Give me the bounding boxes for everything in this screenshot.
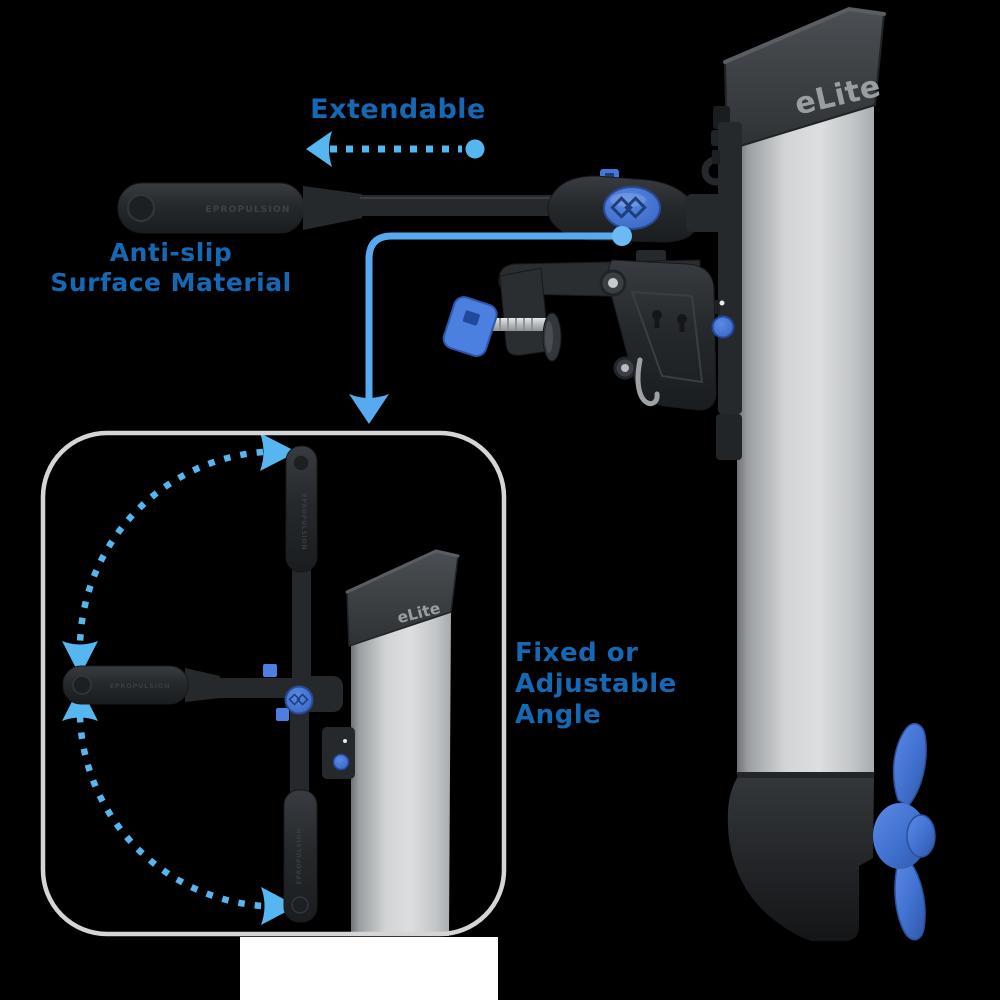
logo-square bbox=[288, 693, 301, 706]
mini-blue-button bbox=[332, 753, 350, 771]
grip-taper bbox=[303, 186, 362, 230]
rail-lower bbox=[716, 414, 742, 460]
arc-arrow-right-top bbox=[260, 433, 297, 471]
mini-cap-lip bbox=[345, 549, 460, 594]
mini-shaft-down bbox=[290, 705, 309, 797]
mount-blue-button bbox=[711, 315, 735, 339]
extendable-label-text: Extendable bbox=[310, 94, 486, 125]
rail-notch bbox=[712, 300, 720, 314]
mini-grip-text: EPROPULSION bbox=[296, 828, 303, 885]
arc-arrow-right-bottom bbox=[261, 887, 297, 925]
angle-line1: Fixed or bbox=[515, 638, 639, 668]
mini-grip-button bbox=[292, 454, 310, 472]
propeller-blade-upper bbox=[892, 723, 927, 807]
shaft-highlight bbox=[360, 197, 560, 199]
mini-indicator-dot bbox=[343, 739, 347, 743]
inset-mini-motor: eLite bbox=[322, 549, 460, 936]
transom-clamp bbox=[442, 250, 735, 411]
mini-blue-clip bbox=[276, 708, 289, 721]
arc-arrow-down bbox=[62, 641, 98, 676]
propeller-blade-lower bbox=[894, 857, 926, 941]
mini-epropulsion-logo-icon bbox=[288, 693, 309, 706]
logo-square bbox=[610, 196, 633, 219]
arrow-left-head bbox=[306, 131, 332, 167]
clamp-knob bbox=[442, 296, 498, 357]
tiller-assembly: EPROPULSION bbox=[117, 169, 724, 243]
mini-grip-up bbox=[285, 445, 318, 573]
extendable-arrow-icon bbox=[306, 131, 485, 167]
elbow-arm bbox=[686, 194, 724, 232]
main-motor: eLite bbox=[701, 6, 936, 941]
anti-slip-line2: Surface Material bbox=[50, 268, 292, 297]
mini-body-tube bbox=[351, 606, 451, 936]
bracket-panel-line bbox=[630, 290, 704, 384]
epropulsion-logo-icon bbox=[610, 196, 647, 219]
logo-square bbox=[624, 196, 647, 219]
inset-tiller-positions: EPROPULSION EPROPULSION EPROPULSION bbox=[62, 445, 343, 923]
clamp-pad-inner bbox=[545, 321, 553, 353]
mount-rail bbox=[718, 122, 742, 414]
drop-connector-arrow-icon bbox=[349, 226, 632, 424]
clamp-hook-pin bbox=[635, 357, 660, 407]
rotation-arc-lower-icon bbox=[76, 715, 264, 910]
clamp-knob-hole bbox=[462, 310, 480, 326]
mini-shaft-left bbox=[215, 678, 300, 698]
rotation-arc-upper-icon bbox=[76, 448, 264, 647]
mini-grip-text: EPROPULSION bbox=[110, 682, 171, 690]
anti-slip-label: Anti-slip Surface Material bbox=[40, 238, 302, 298]
grip-end-button bbox=[127, 194, 155, 222]
keyhole-slot bbox=[679, 319, 685, 332]
angle-line2: Adjustable bbox=[515, 669, 677, 699]
clamp-left-arm bbox=[499, 267, 550, 356]
mini-blue-clip bbox=[263, 664, 277, 677]
lower-unit bbox=[727, 778, 874, 941]
mini-grip-button bbox=[291, 896, 309, 914]
mini-grip-left bbox=[62, 665, 189, 705]
mini-grip-text: EPROPULSION bbox=[300, 494, 307, 551]
connector-origin-dot bbox=[612, 226, 632, 246]
knob-highlight bbox=[610, 193, 646, 207]
mini-shaft-up bbox=[292, 560, 311, 690]
mini-grip-down bbox=[283, 789, 318, 923]
motor-body-tube bbox=[737, 100, 874, 782]
adjustable-angle-label: Fixed or Adjustable Angle bbox=[515, 638, 715, 731]
tiller-shaft bbox=[360, 195, 565, 216]
keyhole-slots bbox=[652, 310, 687, 332]
mini-grip-button bbox=[72, 675, 92, 695]
anti-slip-line1: Anti-slip bbox=[109, 238, 233, 267]
bracket-screw-bottom-center bbox=[621, 364, 629, 372]
connector-line bbox=[365, 232, 622, 402]
logo-square bbox=[296, 693, 309, 706]
body-seam bbox=[737, 772, 874, 780]
cap-lip-highlight bbox=[723, 6, 886, 64]
mini-taper-left bbox=[185, 668, 220, 702]
indicator-dot bbox=[719, 300, 725, 306]
inset-panel-border bbox=[40, 430, 507, 937]
grip-brand-text: EPROPULSION bbox=[205, 205, 290, 215]
mini-mount-bracket bbox=[322, 727, 355, 779]
arrow-end-dot bbox=[465, 139, 485, 159]
keyhole-slot bbox=[654, 315, 660, 328]
extendable-label: Extendable bbox=[290, 94, 506, 125]
angle-line3: Angle bbox=[515, 700, 602, 730]
clamp-knob-body bbox=[442, 296, 498, 357]
bottom-white-mask bbox=[240, 937, 498, 1000]
inset-rotation-diagram: eLite EPROPULSION EPROPULSION EPROPULSIO… bbox=[40, 430, 507, 1000]
arrow-down-head bbox=[349, 394, 389, 424]
bracket-screw-top-center bbox=[608, 278, 618, 288]
propeller-nose bbox=[906, 814, 936, 858]
propeller bbox=[873, 723, 936, 941]
rail-notch bbox=[712, 150, 720, 164]
